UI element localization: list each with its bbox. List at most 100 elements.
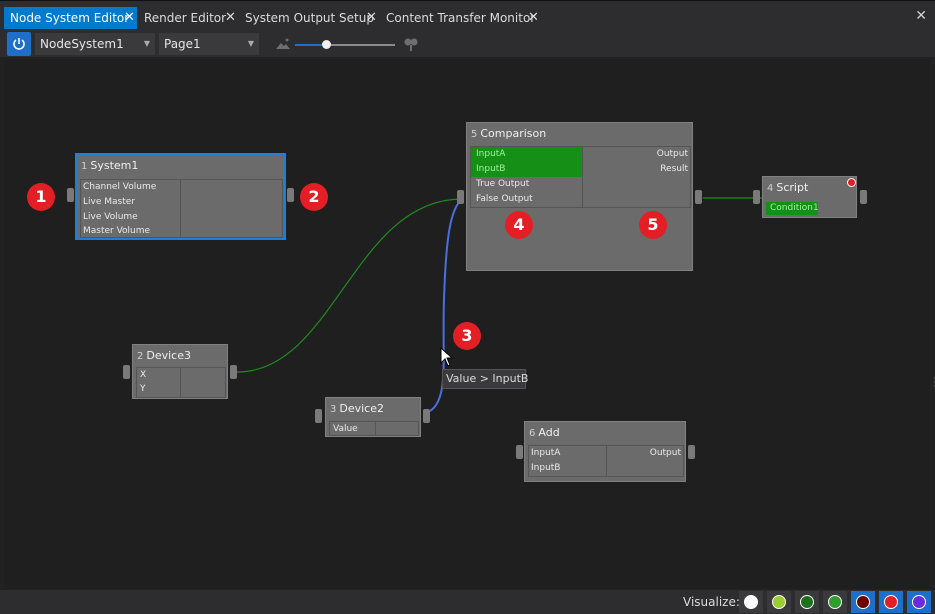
input-port[interactable]: InputA: [531, 448, 561, 458]
node-number: 5: [471, 129, 478, 140]
close-icon[interactable]: ✕: [915, 8, 927, 24]
input-port[interactable]: False Output: [476, 194, 533, 204]
visualize-toggle-button[interactable]: [851, 591, 875, 613]
tab-label: System Output Setup: [245, 11, 374, 25]
input-port-highlighted[interactable]: InputA: [471, 147, 582, 162]
output-handle[interactable]: [860, 190, 867, 204]
tree-icon[interactable]: [403, 36, 419, 52]
input-handle[interactable]: [457, 190, 464, 204]
close-icon[interactable]: ✕: [528, 10, 539, 25]
node-body: X Y: [136, 367, 226, 398]
visualize-toggle-button[interactable]: [823, 591, 847, 613]
close-icon[interactable]: ✕: [225, 10, 236, 25]
output-port[interactable]: Output: [649, 448, 681, 458]
node-title-text: Device2: [339, 402, 384, 415]
chevron-down-icon: ▼: [247, 39, 254, 48]
output-handle[interactable]: [230, 365, 237, 379]
input-port[interactable]: InputB: [531, 463, 561, 473]
image-small-icon[interactable]: [275, 37, 291, 51]
visualize-toggle-button[interactable]: [739, 591, 763, 613]
input-port[interactable]: Master Volume: [83, 226, 151, 236]
color-swatch-icon: [912, 595, 926, 609]
input-port[interactable]: True Output: [476, 179, 530, 189]
annotation-marker-4: 4: [505, 211, 533, 239]
node-title-text: Script: [776, 181, 809, 194]
output-port[interactable]: Result: [660, 164, 688, 174]
node-body: InputA InputB True Output False Output O…: [470, 146, 691, 208]
input-column: X Y: [137, 368, 181, 397]
close-icon[interactable]: ✕: [124, 10, 135, 25]
node-body: Channel Volume Live Master Live Volume M…: [80, 179, 283, 238]
annotation-marker-2: 2: [300, 183, 328, 211]
input-port[interactable]: Live Master: [83, 197, 135, 207]
visualize-label: Visualize:: [683, 595, 740, 609]
input-port[interactable]: Value: [333, 424, 358, 434]
node-system-dropdown[interactable]: NodeSystem1 ▼: [35, 33, 155, 55]
close-icon[interactable]: ✕: [366, 10, 377, 25]
dropdown-value: NodeSystem1: [40, 37, 124, 51]
zoom-slider-fill: [295, 44, 326, 46]
input-column: Value: [330, 422, 376, 435]
node-body: Value: [329, 421, 419, 436]
output-port[interactable]: Output: [656, 149, 688, 159]
output-handle[interactable]: [423, 409, 430, 423]
visualize-toggle-button[interactable]: [879, 591, 903, 613]
input-column: InputA InputB True Output False Output: [471, 147, 583, 207]
input-port-highlighted[interactable]: Condition1: [766, 202, 819, 215]
resize-grip-icon[interactable]: ···: [933, 375, 935, 391]
node-body: InputA InputB Output: [528, 445, 684, 477]
tab-node-system-editor[interactable]: Node System Editor ✕: [4, 7, 137, 29]
input-port[interactable]: Channel Volume: [83, 182, 157, 192]
output-handle[interactable]: [287, 188, 294, 202]
output-handle[interactable]: [695, 190, 702, 204]
color-swatch-icon: [772, 595, 786, 609]
input-port[interactable]: X: [140, 370, 147, 380]
input-handle[interactable]: [67, 188, 74, 202]
input-port[interactable]: Live Volume: [83, 212, 138, 222]
tab-render-editor[interactable]: Render Editor ✕: [138, 7, 238, 29]
input-port-highlighted[interactable]: InputB: [471, 162, 582, 177]
color-swatch-icon: [800, 595, 814, 609]
toolbar: NodeSystem1 ▼ Page1 ▼: [0, 31, 935, 57]
output-column: Output Result: [583, 147, 690, 207]
mouse-cursor-icon: [440, 347, 454, 367]
input-handle[interactable]: [315, 409, 322, 423]
output-column: Output: [607, 446, 683, 476]
tab-label: Render Editor: [144, 11, 227, 25]
color-swatch-icon: [744, 595, 758, 609]
visualize-toggle-button[interactable]: [907, 591, 931, 613]
zoom-slider-track[interactable]: [295, 44, 395, 46]
input-column: InputA InputB: [529, 446, 607, 476]
node-title-text: System1: [90, 159, 139, 172]
input-handle[interactable]: [753, 190, 760, 204]
input-handle[interactable]: [516, 445, 523, 459]
power-icon: [13, 38, 25, 50]
tab-content-transfer-monitor[interactable]: Content Transfer Monitor ✕: [380, 7, 540, 29]
visualize-toggle-button[interactable]: [767, 591, 791, 613]
zoom-slider-thumb[interactable]: [322, 40, 331, 49]
visualize-toggle-button[interactable]: [795, 591, 819, 613]
wire-tooltip: Value > InputB: [442, 369, 528, 389]
input-handle[interactable]: [123, 365, 130, 379]
page-dropdown[interactable]: Page1 ▼: [159, 33, 259, 55]
color-swatch-icon: [884, 595, 898, 609]
annotation-marker-5: 5: [639, 211, 667, 239]
tab-system-output-setup[interactable]: System Output Setup ✕: [239, 7, 379, 29]
output-handle[interactable]: [688, 445, 695, 459]
input-port[interactable]: Y: [140, 384, 146, 394]
node-number: 4: [767, 183, 774, 194]
power-button[interactable]: [7, 32, 31, 56]
annotation-marker-1: 1: [27, 183, 55, 211]
visualize-bar: Visualize:: [0, 590, 935, 614]
